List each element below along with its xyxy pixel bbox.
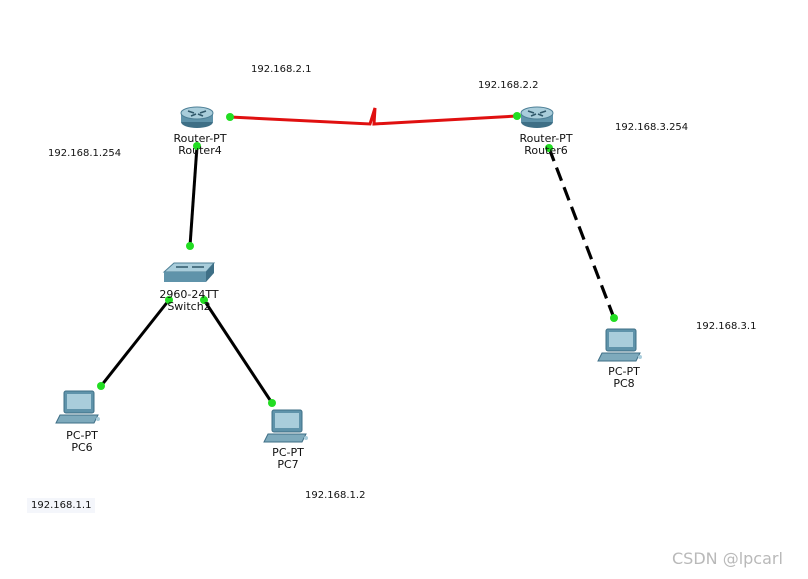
link-status-dot [610,314,618,322]
ip-note-r6-lan[interactable]: 192.168.3.254 [615,122,689,133]
ip-note-pc8[interactable]: 192.168.3.1 [696,321,757,332]
pc6-label[interactable]: PC-PT PC6 [66,430,98,454]
ip-note-pc6[interactable]: 192.168.1.1 [27,498,96,513]
pc7-label[interactable]: PC-PT PC7 [272,447,304,471]
pc8-model: PC-PT [608,365,640,378]
router6-icon[interactable] [520,106,554,128]
ip-note-pc7[interactable]: 192.168.1.2 [305,490,366,501]
link-switch2-pc7[interactable] [202,299,274,404]
pc6-name: PC6 [71,441,93,454]
switch2-icon[interactable] [162,262,216,282]
router4-icon[interactable] [180,106,214,128]
link-status-dot [186,242,194,250]
pc7-model: PC-PT [272,446,304,459]
watermark-text: CSDN @lpcarl [672,549,783,568]
ip-note-r4-lan[interactable]: 192.168.1.254 [48,148,122,159]
router6-label[interactable]: Router-PT Router6 [519,133,572,157]
pc6-model: PC-PT [66,429,98,442]
router6-name: Router6 [524,144,568,157]
pc8-label[interactable]: PC-PT PC8 [608,366,640,390]
link-status-dot [513,112,521,120]
link-router6-pc8-crossover[interactable] [547,147,616,319]
router4-model: Router-PT [173,132,227,145]
link-status-dot [165,296,173,304]
link-switch2-pc6[interactable] [99,299,171,387]
router4-name: Router4 [178,144,222,157]
link-router4-switch2[interactable] [188,145,199,247]
ip-note-r4-serial[interactable]: 192.168.2.1 [251,64,312,75]
link-status-dot [200,296,208,304]
link-status-dot [545,144,553,152]
pc8-name: PC8 [613,377,635,390]
pc8-icon[interactable] [597,328,642,362]
ip-note-r6-serial[interactable]: 192.168.2.2 [478,80,539,91]
link-status-dot [226,113,234,121]
router4-label[interactable]: Router-PT Router4 [173,133,226,157]
pc6-icon[interactable] [55,390,100,424]
router6-model: Router-PT [519,132,573,145]
pc7-icon[interactable] [263,409,308,443]
switch2-model: 2960-24TT [159,288,219,301]
switch2-name: Switch2 [167,300,211,313]
switch2-label[interactable]: 2960-24TT Switch2 [159,289,218,313]
link-status-dot [193,142,201,150]
pc7-name: PC7 [277,458,299,471]
link-status-dot [97,382,105,390]
link-status-dot [268,399,276,407]
link-router4-router6-serial[interactable] [229,107,518,126]
